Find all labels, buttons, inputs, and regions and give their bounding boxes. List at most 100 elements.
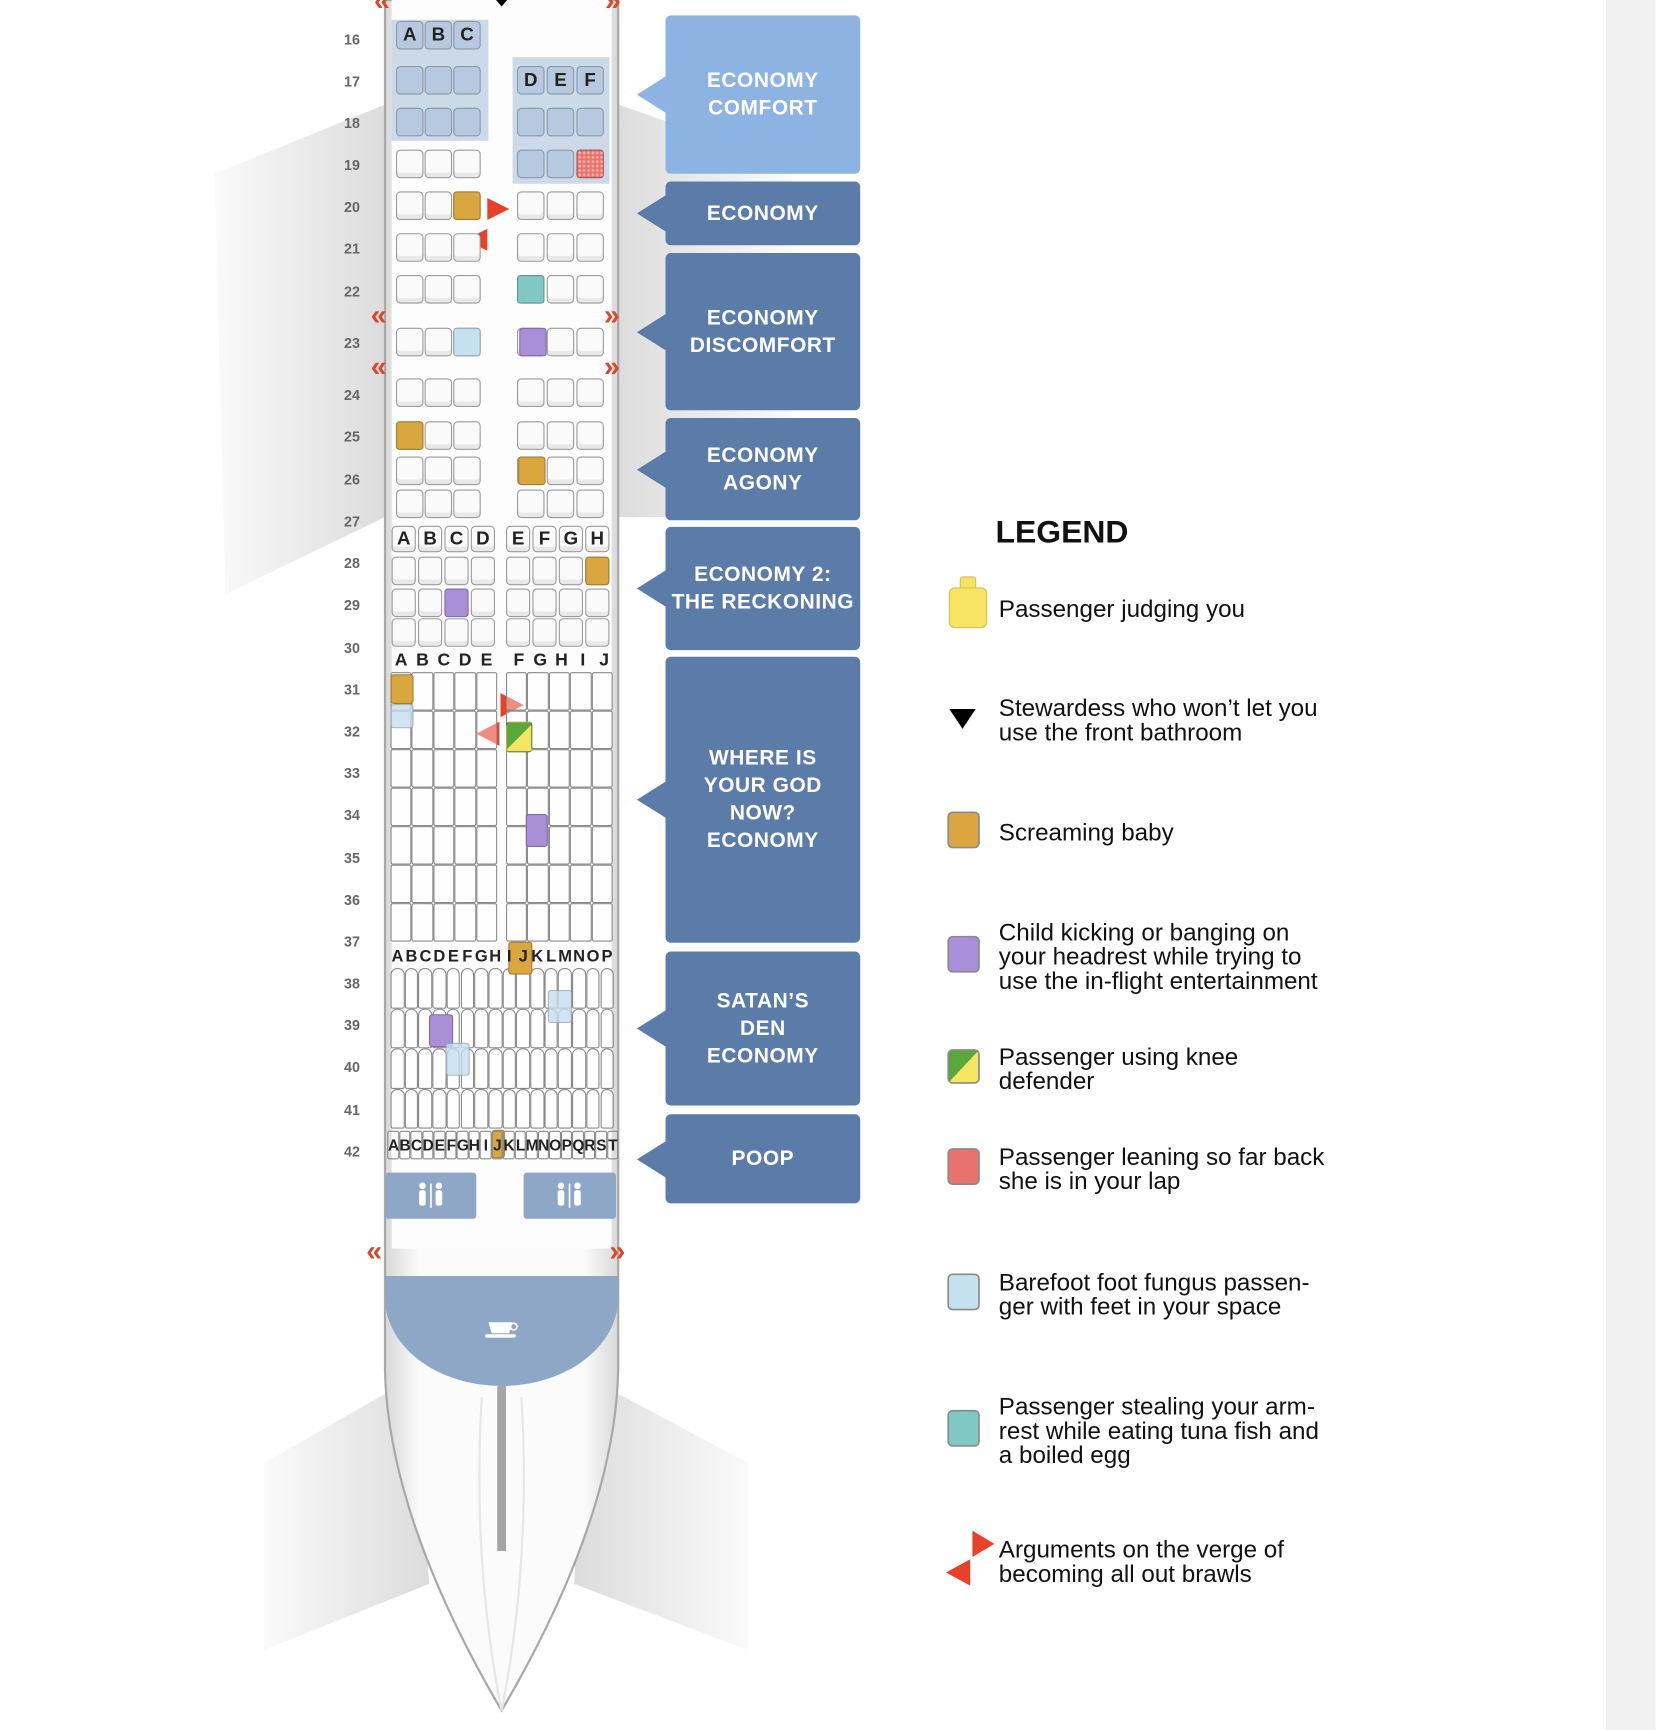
seat-39H[interactable] bbox=[488, 1008, 503, 1049]
seat-25D[interactable] bbox=[517, 421, 545, 450]
seat-19E[interactable] bbox=[546, 149, 575, 179]
seat-38H[interactable] bbox=[488, 968, 503, 1009]
seat-32D[interactable] bbox=[454, 710, 476, 750]
seat-38K[interactable] bbox=[530, 968, 545, 1009]
seat-37E[interactable] bbox=[475, 903, 498, 942]
seat-29E[interactable] bbox=[506, 588, 531, 618]
seat-42A[interactable]: A bbox=[387, 1130, 399, 1160]
seat-36G[interactable] bbox=[527, 864, 549, 904]
seat-37J[interactable] bbox=[591, 903, 613, 942]
seat-40L[interactable] bbox=[544, 1048, 559, 1089]
seat-39G[interactable] bbox=[474, 1008, 489, 1049]
seat-40G[interactable] bbox=[474, 1048, 489, 1089]
seat-20D[interactable] bbox=[517, 191, 545, 220]
seat-34I[interactable] bbox=[570, 787, 592, 827]
seat-18E[interactable] bbox=[546, 107, 575, 137]
seat-25B[interactable] bbox=[424, 421, 453, 450]
seat-41C[interactable] bbox=[418, 1088, 433, 1129]
seat-24E[interactable] bbox=[546, 378, 575, 407]
seat-39O[interactable] bbox=[586, 1008, 601, 1049]
seat-37B[interactable] bbox=[411, 903, 434, 942]
seat-38A[interactable] bbox=[390, 968, 405, 1009]
seat-39K[interactable] bbox=[530, 1008, 545, 1049]
seat-38D[interactable] bbox=[432, 968, 447, 1009]
seat-40M[interactable] bbox=[558, 1048, 573, 1089]
seat-22A[interactable] bbox=[396, 275, 424, 304]
seat-24A[interactable] bbox=[396, 378, 424, 407]
seat-40B[interactable] bbox=[404, 1048, 419, 1089]
seat-35E[interactable] bbox=[475, 826, 498, 865]
seat-29G[interactable] bbox=[558, 588, 583, 618]
seat-34D[interactable] bbox=[454, 787, 476, 827]
seat-21A[interactable] bbox=[396, 233, 424, 262]
seat-42G[interactable]: G bbox=[456, 1130, 469, 1160]
seat-29H[interactable] bbox=[585, 588, 610, 618]
seat-27E[interactable] bbox=[546, 489, 575, 519]
seat-37A[interactable] bbox=[390, 903, 412, 942]
seat-36F[interactable] bbox=[506, 864, 528, 904]
seat-16A[interactable]: A bbox=[396, 20, 424, 50]
seat-38O[interactable] bbox=[586, 968, 601, 1009]
seat-27B[interactable] bbox=[424, 489, 453, 519]
seat-37C[interactable] bbox=[433, 903, 455, 942]
seat-42H[interactable]: H bbox=[468, 1130, 480, 1160]
seat-18F[interactable] bbox=[576, 107, 604, 137]
seat-38F[interactable] bbox=[460, 968, 475, 1009]
seat-21B[interactable] bbox=[424, 233, 453, 262]
seat-35D[interactable] bbox=[454, 826, 476, 865]
seat-41K[interactable] bbox=[530, 1088, 545, 1129]
seat-38G[interactable] bbox=[474, 968, 489, 1009]
seat-32I[interactable] bbox=[570, 710, 592, 750]
seat-35H[interactable] bbox=[548, 826, 571, 865]
seat-26A[interactable] bbox=[396, 456, 424, 486]
seat-38C[interactable] bbox=[418, 968, 433, 1009]
seat-39I[interactable] bbox=[502, 1008, 517, 1049]
seat-41G[interactable] bbox=[474, 1088, 489, 1129]
seat-38B[interactable] bbox=[404, 968, 419, 1009]
seat-33E[interactable] bbox=[475, 749, 498, 788]
seat-42M[interactable]: M bbox=[526, 1130, 539, 1160]
seat-42P[interactable]: P bbox=[560, 1130, 572, 1160]
seat-39A[interactable] bbox=[390, 1008, 405, 1049]
seat-34J[interactable] bbox=[591, 787, 613, 827]
seat-26C[interactable] bbox=[453, 456, 481, 486]
seat-32J[interactable] bbox=[591, 710, 613, 750]
seat-23B[interactable] bbox=[424, 327, 453, 357]
seat-40H[interactable] bbox=[488, 1048, 503, 1089]
seat-20A[interactable] bbox=[396, 191, 424, 220]
seat-17A[interactable] bbox=[396, 66, 424, 95]
seat-31D[interactable] bbox=[454, 672, 476, 711]
seat-39P[interactable] bbox=[600, 1008, 615, 1049]
seat-35J[interactable] bbox=[591, 826, 613, 865]
seat-28D[interactable] bbox=[470, 556, 495, 586]
seat-32B[interactable] bbox=[411, 710, 434, 750]
seat-41N[interactable] bbox=[572, 1088, 587, 1129]
seat-22F[interactable] bbox=[576, 275, 604, 304]
seat-33B[interactable] bbox=[411, 749, 434, 788]
seat-26B[interactable] bbox=[424, 456, 453, 486]
seat-31F[interactable] bbox=[506, 672, 528, 711]
seat-39J[interactable] bbox=[516, 1008, 531, 1049]
seat-35A[interactable] bbox=[390, 826, 412, 865]
seat-29D[interactable] bbox=[470, 588, 495, 618]
seat-33H[interactable] bbox=[548, 749, 571, 788]
seat-36A[interactable] bbox=[390, 864, 412, 904]
seat-22C[interactable] bbox=[453, 275, 481, 304]
seat-21E[interactable] bbox=[546, 233, 575, 262]
seat-28E[interactable] bbox=[506, 556, 531, 586]
seat-28A[interactable] bbox=[391, 556, 416, 586]
seat-37H[interactable] bbox=[548, 903, 571, 942]
seat-24B[interactable] bbox=[424, 378, 453, 407]
seat-40P[interactable] bbox=[600, 1048, 615, 1089]
seat-30F[interactable] bbox=[532, 618, 557, 647]
seat-41O[interactable] bbox=[586, 1088, 601, 1129]
seat-17B[interactable] bbox=[424, 66, 453, 95]
seat-30G[interactable] bbox=[558, 618, 583, 647]
seat-42I[interactable]: I bbox=[479, 1130, 492, 1160]
seat-34E[interactable] bbox=[475, 787, 498, 827]
seat-28C[interactable] bbox=[444, 556, 469, 586]
seat-31I[interactable] bbox=[570, 672, 592, 711]
seat-30D[interactable] bbox=[470, 618, 495, 647]
seat-36H[interactable] bbox=[548, 864, 571, 904]
seat-20B[interactable] bbox=[424, 191, 453, 220]
